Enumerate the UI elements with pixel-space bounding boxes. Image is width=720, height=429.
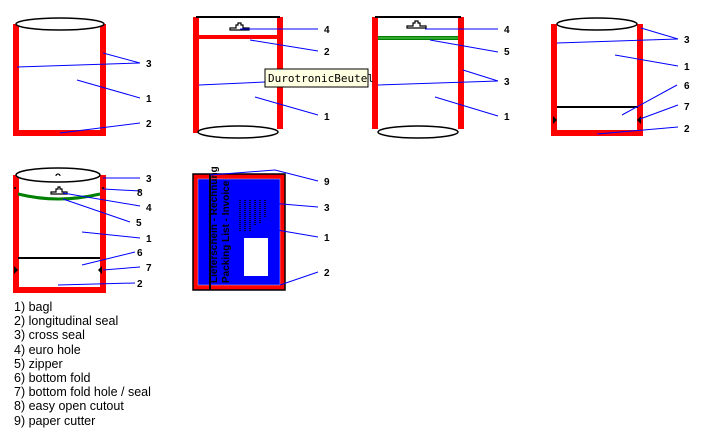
bag-bottom: [197, 125, 279, 139]
label: 1: [324, 112, 330, 123]
address-window: [244, 238, 268, 276]
hole-mark: [55, 173, 61, 177]
bag-6-packing-list-pouch: Lieferschein - Rechnung Packing List - I…: [192, 166, 330, 291]
seal-right: [637, 24, 643, 136]
euro-hole-icon: [406, 20, 427, 29]
seal-left: [193, 17, 199, 133]
label: 4: [324, 25, 330, 36]
longitudinal-seal: [196, 35, 280, 39]
label: 2: [684, 124, 690, 135]
cross-seal-right: [100, 24, 106, 136]
label: 1: [684, 62, 690, 73]
bottom-fold-hole-icon: [14, 266, 102, 274]
bag-1-flat-bag: 3 1 2: [13, 17, 152, 136]
label: 2: [324, 47, 330, 58]
label: 1: [504, 112, 510, 123]
legend-item: 4) euro hole: [14, 342, 81, 357]
legend-item: 1) bagl: [14, 300, 53, 314]
pointer-lines: [16, 52, 141, 134]
legend-item: 8) easy open cutout: [14, 399, 124, 414]
legend: 1) bagl 2) longitudinal seal 3) cross se…: [14, 300, 151, 428]
euro-hole-icon: [229, 22, 250, 31]
bag-3-zipper-bag: 4 5 3 1: [372, 16, 510, 139]
label: 2: [137, 279, 143, 290]
seal-left: [551, 24, 557, 136]
zipper: [17, 192, 101, 201]
seal-left: [13, 175, 19, 293]
label: 6: [137, 248, 143, 259]
label: 1: [324, 233, 330, 244]
pointer-lines: [57, 177, 141, 286]
label: 3: [146, 59, 152, 70]
longitudinal-seal: [551, 130, 643, 136]
label: 2: [146, 119, 152, 130]
seal-left: [372, 17, 378, 129]
pointer-lines: [377, 28, 499, 117]
bag-opening: [556, 17, 638, 31]
pouch-text-1: Lieferschein - Rechnung: [209, 166, 220, 283]
pouch-text-2: Packing List - Invoice: [221, 180, 232, 283]
bag-bottom: [377, 125, 459, 139]
easy-open-cutout: [102, 187, 104, 189]
pointer-lines: [209, 169, 319, 286]
legend-item: 5) zipper: [14, 356, 63, 371]
label: 2: [324, 268, 330, 279]
legend-item: 6) bottom fold: [14, 371, 91, 386]
bag-opening: [15, 17, 105, 31]
label: 3: [146, 174, 152, 185]
label: 4: [504, 25, 510, 36]
label: 9: [324, 177, 330, 188]
label: 5: [504, 47, 510, 58]
label: 1: [146, 234, 152, 245]
label: 7: [146, 263, 152, 274]
label: 4: [146, 203, 152, 214]
bottom-fold-hole-icon: [553, 116, 641, 124]
bag-opening: [15, 167, 101, 183]
bag-4-bottom-fold-bag: 3 1 6 7 2: [551, 17, 690, 136]
label: 3: [324, 203, 330, 214]
legend-item: 9) paper cutter: [14, 413, 96, 428]
label: 1: [146, 94, 152, 105]
pointer-lines: [556, 27, 679, 135]
legend-item: 2) longitudinal seal: [14, 314, 119, 329]
seal-right: [458, 17, 464, 129]
tooltip: DurotronicBeutel: [264, 68, 374, 88]
pouch-inner-edge: [197, 178, 281, 286]
tooltip-text: DurotronicBeutel: [268, 72, 374, 85]
tooltip-box: [264, 68, 369, 88]
label: 5: [136, 218, 142, 229]
legend-item: 7) bottom fold hole / seal: [14, 385, 151, 400]
longitudinal-seal: [13, 287, 106, 293]
label: 8: [137, 188, 143, 199]
cross-seal-left: [13, 24, 19, 136]
pouch-small-text: [239, 200, 266, 232]
easy-open-cutout: [14, 187, 16, 189]
label: 3: [684, 35, 690, 46]
pointer-lines: [198, 28, 319, 116]
label: 7: [684, 102, 690, 113]
legend-item: 3) cross seal: [14, 328, 85, 343]
label: 6: [684, 81, 690, 92]
label: 3: [504, 77, 510, 88]
bag-5-full-option-bag: 3 8 4 5 1 6 7 2: [13, 167, 152, 293]
longitudinal-seal: [13, 130, 106, 136]
